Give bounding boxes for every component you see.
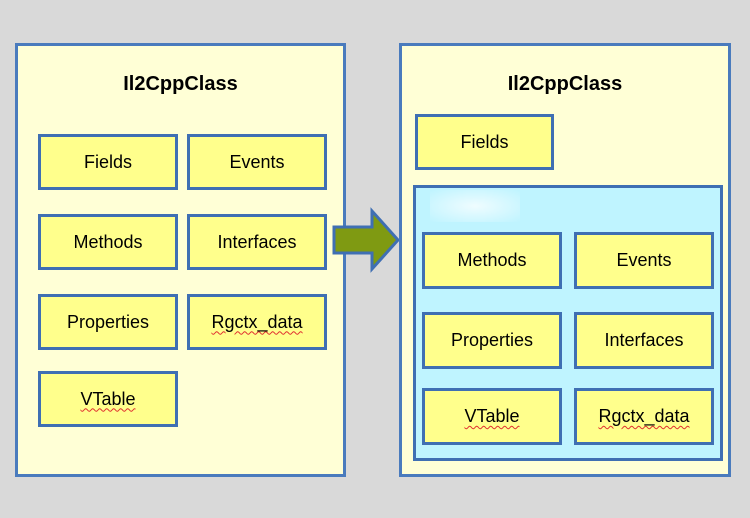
right-methods-label: Methods xyxy=(457,250,527,270)
left-properties-box: Properties xyxy=(38,294,178,350)
right-grouped-members: Methods Events Properties Interfaces VTa… xyxy=(413,185,723,461)
left-interfaces-label: Interfaces xyxy=(217,231,297,252)
left-rgctx-data-box: Rgctx_data xyxy=(187,294,327,350)
left-interfaces-box: Interfaces xyxy=(187,214,327,270)
left-fields-label: Fields xyxy=(83,151,132,172)
right-events-box: Events xyxy=(574,232,714,289)
right-events-label: Events xyxy=(616,250,672,270)
right-vtable-box: VTable xyxy=(422,388,562,445)
left-fields-box: Fields xyxy=(38,134,178,190)
right-fields-label: Fields xyxy=(460,131,509,152)
transform-arrow-icon xyxy=(332,207,401,273)
left-methods-label: Methods xyxy=(73,231,143,252)
right-panel-title: Il2CppClass xyxy=(507,73,623,95)
right-rgctx-data-label: Rgctx_data xyxy=(598,406,690,426)
left-events-label: Events xyxy=(229,151,285,172)
right-vtable-label: VTable xyxy=(464,406,520,426)
left-panel-title: Il2CppClass xyxy=(123,73,238,95)
right-properties-box: Properties xyxy=(422,312,562,369)
right-properties-label: Properties xyxy=(450,330,534,350)
right-methods-box: Methods xyxy=(422,232,562,289)
group-highlight xyxy=(430,190,520,222)
left-rgctx-data-label: Rgctx_data xyxy=(211,311,303,332)
left-methods-box: Methods xyxy=(38,214,178,270)
left-events-box: Events xyxy=(187,134,327,190)
left-vtable-label: VTable xyxy=(80,388,136,409)
left-vtable-box: VTable xyxy=(38,371,178,427)
right-fields-box: Fields xyxy=(415,114,554,170)
right-interfaces-label: Interfaces xyxy=(604,330,684,350)
right-class-panel: Il2CppClass Fields Methods Events Proper… xyxy=(399,43,731,477)
left-properties-label: Properties xyxy=(66,311,150,332)
right-interfaces-box: Interfaces xyxy=(574,312,714,369)
right-rgctx-data-box: Rgctx_data xyxy=(574,388,714,445)
left-class-panel: Il2CppClass Fields Events Methods Interf… xyxy=(15,43,346,477)
